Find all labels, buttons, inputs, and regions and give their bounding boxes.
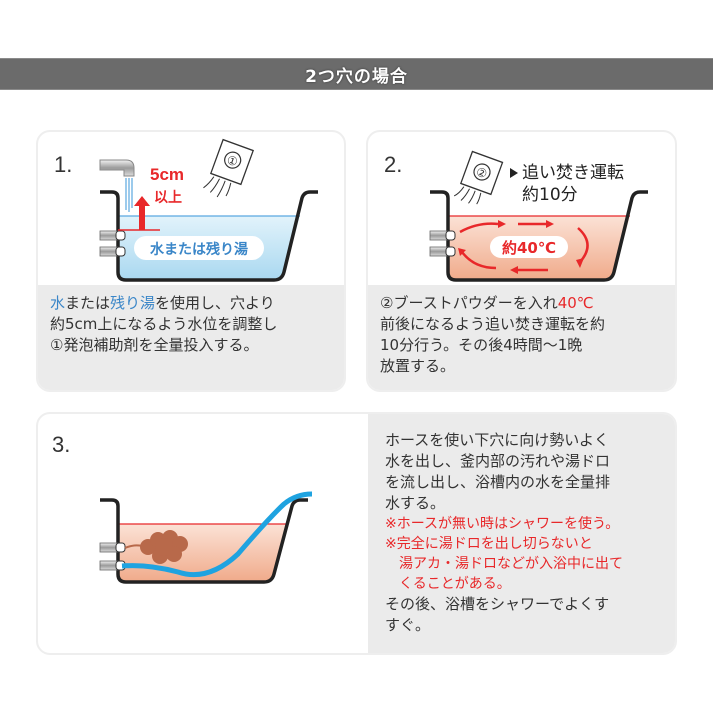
reheat-duration: 約10分 — [522, 185, 578, 205]
step-2-card: 2. — [366, 130, 677, 392]
step-3-card: 3. ホースを使い下穴に向け勢いよく 水を出し、釜内部の汚れや湯ドロ を流し出し… — [36, 412, 677, 655]
step-3-description: ホースを使い下穴に向け勢いよく 水を出し、釜内部の汚れや湯ドロ を流し出し、浴槽… — [368, 414, 675, 653]
text-water: 水 — [50, 294, 66, 312]
bathtub-icon — [100, 190, 318, 282]
step-1-description: 水または残り湯を使用し、穴より 約5cm上になるよう水位を調整し ①発泡補助剤を… — [38, 285, 344, 390]
hose-icon — [121, 491, 313, 578]
water-label: 水または残り湯 — [150, 241, 248, 258]
bathtub-drain-illustration — [99, 491, 313, 584]
bathtub-fill-illustration: 5cm 以上 水または残り湯 ① — [99, 138, 318, 282]
text-leftover-water: 残り湯 — [110, 294, 156, 312]
step-number: 2. — [384, 152, 403, 177]
reheat-label: 追い焚き運転 — [522, 163, 624, 183]
packet-1-icon: ① — [203, 138, 255, 198]
step-2-description: ②ブーストパウダーを入れ40℃ 前後になるよう追い焚き運転を約 10分行う。その… — [368, 285, 675, 390]
step-number: 1. — [54, 152, 73, 177]
step-1-card: 1. 5cm 以上 水または残り湯 — [36, 130, 346, 392]
faucet-icon — [99, 159, 135, 177]
bathtub-reheat-illustration: 約40℃ ② 追い焚き運転 約10分 — [429, 150, 648, 282]
svg-text:①: ① — [225, 153, 240, 170]
bathtub-icon — [100, 498, 308, 584]
warning-note-shower: ※ホースが無い時はシャワーを使う。 — [385, 516, 620, 532]
play-arrow-icon — [510, 168, 518, 178]
bathtub-icon — [430, 190, 648, 282]
section-banner: 2つ穴の場合 — [0, 58, 713, 90]
warning-note-residue: ※完全に湯ドロを出し切らないと — [385, 536, 593, 552]
up-arrow-icon — [134, 196, 150, 230]
svg-text:②: ② — [474, 165, 489, 182]
text-temperature: 40℃ — [557, 294, 594, 312]
packet-2-icon: ② — [453, 150, 504, 205]
dirt-cloud-icon — [124, 530, 188, 564]
banner-title: 2つ穴の場合 — [305, 66, 408, 87]
step-number: 3. — [52, 432, 71, 457]
height-label: 5cm — [150, 165, 184, 184]
temperature-label: 約40℃ — [502, 239, 556, 257]
height-label-2: 以上 — [154, 190, 182, 206]
